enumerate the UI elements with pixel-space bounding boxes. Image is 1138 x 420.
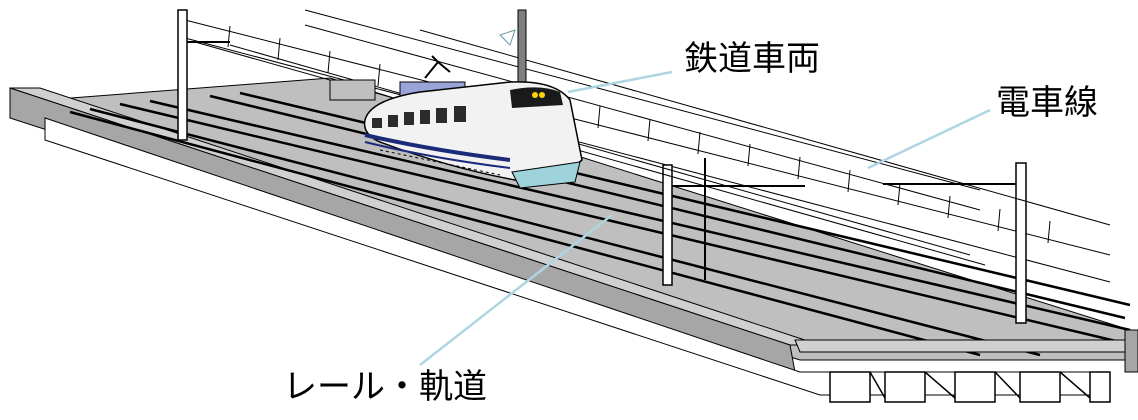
leader-wire xyxy=(867,108,991,170)
far-parapet-wall xyxy=(184,9,1111,283)
pantograph-icon xyxy=(424,55,451,79)
rail-track-label: レール・軌道 xyxy=(283,367,487,407)
rails xyxy=(69,91,1131,357)
train-illustration xyxy=(363,55,583,189)
leader-lines xyxy=(419,70,991,366)
viaduct-supports xyxy=(829,371,1111,403)
right-end-parapet xyxy=(794,329,1138,373)
vehicle-label: 鉄道車両 xyxy=(684,39,820,79)
catenary-arms xyxy=(187,41,1016,280)
catenary-poles xyxy=(177,9,1027,324)
leader-rail xyxy=(419,214,613,366)
overhead-wire-label: 電車線 xyxy=(996,83,1098,123)
platform-block xyxy=(329,79,376,101)
leader-vehicle xyxy=(567,70,673,94)
distant-pole xyxy=(499,9,527,91)
